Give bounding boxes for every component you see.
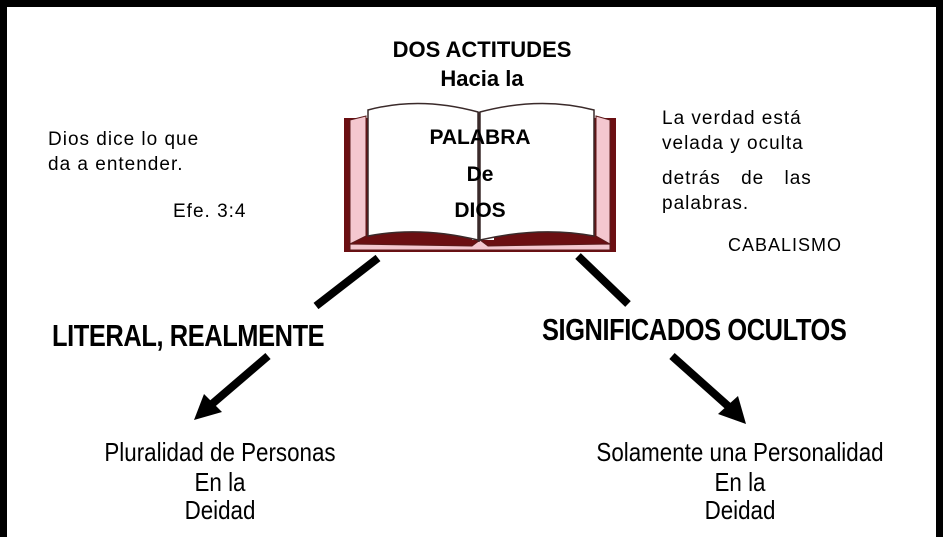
header-subtitle: Hacia la [440, 66, 524, 91]
right-branch-title: SIGNIFICADOS OCULTOS [542, 312, 847, 347]
book-word-2: De [466, 163, 494, 186]
book-left-page [367, 102, 479, 241]
connector-right [575, 253, 631, 307]
header-title: DOS ACTITUDES [392, 37, 572, 62]
book-icon [344, 102, 616, 252]
left-result-line-3: Deidad [184, 495, 256, 525]
right-result-line-2: En la [714, 467, 766, 497]
border-left [0, 0, 7, 537]
left-branch-title: LITERAL, REALMENTE [52, 318, 325, 353]
left-note-reference: Efe. 3:4 [173, 201, 247, 222]
left-note-line-1: Dios dice lo que [48, 129, 200, 150]
right-result-line-1: Solamente una Personalidad [596, 437, 884, 467]
connector-left [313, 254, 381, 310]
left-note-line-2: da a entender. [48, 154, 184, 175]
left-result-line-2: En la [194, 467, 246, 497]
arrow-left [194, 352, 271, 420]
arrow-right [669, 353, 746, 424]
left-result-line-1: Pluralidad de Personas [104, 437, 336, 467]
border-right [936, 0, 943, 537]
border-top [0, 0, 943, 7]
right-result-line-3: Deidad [704, 495, 776, 525]
right-note-line-2: velada y oculta [662, 133, 804, 154]
book-word-1: PALABRA [429, 126, 531, 149]
right-note-line-3: detrás de las [662, 168, 812, 189]
book-right-page [479, 102, 595, 241]
book-word-3: DIOS [454, 199, 506, 222]
right-note-line-4: palabras. [662, 193, 750, 214]
right-note-label: CABALISMO [728, 235, 843, 255]
right-note-line-1: La verdad está [662, 108, 802, 129]
